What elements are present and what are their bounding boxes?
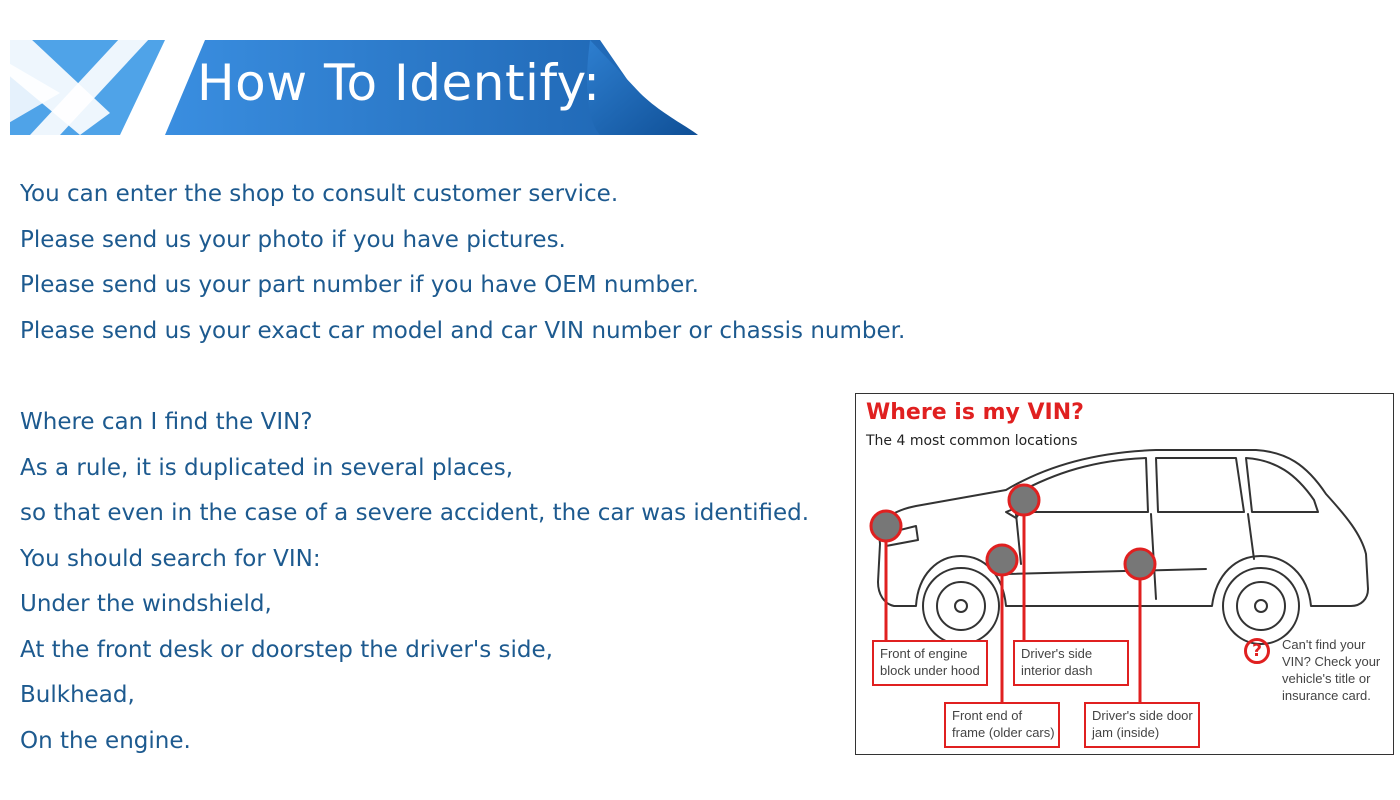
help-line: Can't find your	[1282, 637, 1366, 652]
help-line: VIN? Check your	[1282, 654, 1381, 669]
vin-help-line: Where can I find the VIN?	[20, 409, 313, 435]
callout-interior-dash: Driver's side interior dash	[1013, 640, 1129, 686]
callout-text: Front of engine	[880, 646, 968, 661]
help-line: vehicle's title or	[1282, 671, 1371, 686]
intro-line: Please send us your photo if you have pi…	[20, 226, 566, 253]
help-line: insurance card.	[1282, 688, 1371, 703]
vin-help-line: You should search for VIN:	[20, 545, 321, 572]
banner-title: How To Identify:	[197, 54, 601, 112]
car-illustration	[869, 449, 1369, 702]
vin-location-figure: Where is my VIN? The 4 most common locat…	[855, 393, 1394, 755]
vin-help-line: Under the windshield,	[20, 591, 272, 617]
intro-line: You can enter the shop to consult custom…	[20, 181, 619, 207]
help-note: Can't find your VIN? Check your vehicle'…	[1282, 636, 1380, 704]
intro-line: Please send us your part number if you h…	[20, 272, 699, 298]
callout-text: interior dash	[1021, 663, 1093, 678]
vin-help-line: On the engine.	[20, 727, 191, 754]
vin-help-line: Bulkhead,	[20, 682, 135, 708]
vin-help-text: Where can I find the VIN? As a rule, it …	[20, 400, 809, 764]
callout-text: jam (inside)	[1092, 725, 1160, 740]
intro-text: You can enter the shop to consult custom…	[20, 172, 905, 354]
vin-help-line: At the front desk or doorstep the driver…	[20, 636, 553, 663]
callout-text: Driver's side	[1021, 646, 1093, 661]
figure-subtitle: The 4 most common locations	[866, 433, 1078, 449]
intro-line: Please send us your exact car model and …	[20, 317, 906, 344]
callout-text: frame (older cars)	[952, 725, 1055, 740]
figure-title: Where is my VIN?	[866, 400, 1084, 425]
vin-help-line: As a rule, it is duplicated in several p…	[20, 454, 514, 481]
callout-door-jamb: Driver's side door jam (inside)	[1084, 702, 1200, 748]
callout-engine-block: Front of engine block under hood	[872, 640, 988, 686]
callout-text: Front end of	[952, 708, 1023, 723]
header-banner: How To Identify:	[0, 38, 720, 138]
question-mark-icon: ?	[1244, 638, 1270, 664]
callout-front-frame: Front end of frame (older cars)	[944, 702, 1060, 748]
banner-graphic	[0, 38, 698, 135]
callout-text: block under hood	[880, 663, 980, 678]
vin-help-line: so that even in the case of a severe acc…	[20, 500, 810, 526]
callout-text: Driver's side door	[1092, 708, 1193, 723]
